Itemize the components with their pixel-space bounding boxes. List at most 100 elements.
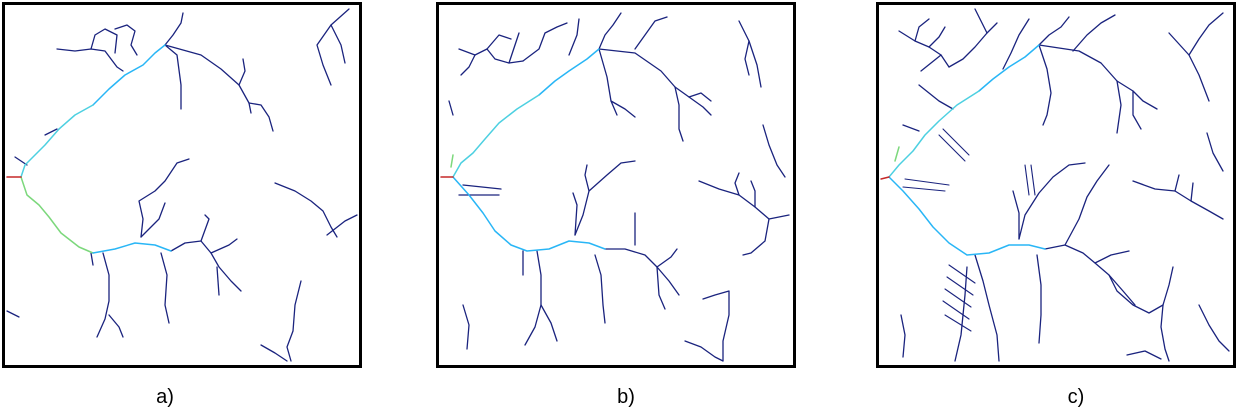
tributary [90,252,94,266]
tributary [1162,266,1174,306]
tributary [1198,304,1230,352]
tributary [1108,274,1164,314]
main-channel [888,90,980,178]
tributary [1190,182,1194,202]
tributary [330,24,346,64]
tributary [164,12,184,46]
tributary [1132,180,1224,220]
tributary [610,100,636,118]
main-channel [92,44,166,106]
tributary [918,84,954,110]
tributary [656,266,666,310]
tributary [1174,174,1180,192]
tributary [594,254,606,324]
tributary [90,28,118,54]
tributary [56,48,124,72]
tributary [326,214,358,236]
tributary [260,344,288,362]
main-channel [20,176,94,254]
tributary [1036,254,1042,344]
drainage-network-b [440,12,790,362]
tributary [702,290,730,362]
tributary [216,266,220,296]
tributary [948,22,998,68]
tributary [1116,80,1122,134]
tributary [1206,132,1224,172]
tributary [160,252,170,324]
tributary [1012,190,1020,240]
tributary [508,32,520,64]
tributary [1064,164,1110,246]
tributary [1126,350,1162,360]
tributary [744,40,750,76]
tributary [238,58,246,86]
tributary [1018,162,1086,240]
main-channel [888,176,1046,256]
tributary [44,128,58,136]
tributary [902,124,920,132]
tributary [604,248,680,296]
tributary [656,248,678,268]
main-channel [450,154,454,168]
tributary [750,180,756,208]
tributary [598,48,618,116]
tributary [688,92,712,102]
tributary [634,16,668,50]
tributary [928,26,946,48]
tributary [6,310,20,318]
tributary [460,54,476,76]
panel-c [876,2,1236,368]
tributary [286,280,302,362]
outlet-channel [880,176,890,180]
parallel-channel [904,178,950,186]
tributary [462,184,502,190]
tributary [462,304,470,350]
tributary [574,160,636,236]
tributary [96,252,110,338]
tributary [734,172,740,196]
parallel-channel [946,276,974,296]
parallel-channel [944,288,972,308]
tributary [1072,14,1116,52]
tributary [108,314,124,338]
tributary [274,182,338,238]
parallel-channel [942,300,970,320]
tributary [738,20,762,88]
tributary [684,340,724,362]
caption-a: a) [156,386,174,408]
tributary [572,192,578,236]
tributary [170,240,242,292]
tributary [900,314,906,358]
tributary [1168,32,1210,102]
tributary [14,156,28,166]
panel-a [2,2,362,368]
tributary [200,214,210,242]
main-channel [452,94,540,178]
parallel-channel [938,134,966,162]
tributary [114,24,138,56]
caption-b: b) [617,386,635,408]
main-channel [92,242,172,254]
tributary [1038,44,1052,126]
tributary [742,218,770,256]
tributary [522,22,568,62]
main-channel [538,48,600,96]
caption-c: c) [1067,386,1085,408]
drainage-network-a [6,8,358,362]
tributary [1038,16,1070,46]
main-channel [978,44,1040,92]
tributary [920,54,942,72]
tributary [598,12,622,50]
tributary [316,8,350,86]
panel-b [436,2,796,368]
tributary [1094,250,1130,264]
parallel-channel [902,186,946,192]
tributary [164,44,182,110]
drainage-network-c [880,8,1230,362]
tributary [568,18,580,56]
tributary [540,304,558,342]
tributary [448,100,454,116]
tributary [598,48,712,116]
parallel-channel [1030,164,1036,196]
parallel-channel [942,128,970,156]
